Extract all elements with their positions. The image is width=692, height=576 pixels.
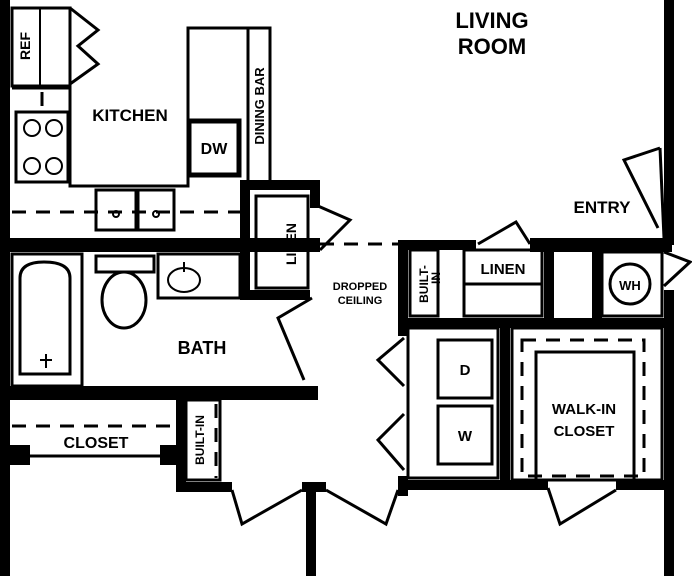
linen-vertical-label: LINEN [283, 223, 299, 265]
washer-label: W [458, 428, 473, 445]
walk-in-closet [510, 326, 664, 527]
bath-door [276, 296, 313, 381]
walk-in-label-line1: WALK-IN [552, 401, 616, 418]
bath-label: BATH [178, 338, 227, 358]
washer-icon [436, 404, 494, 466]
linen-horizontal-label: LINEN [481, 261, 526, 278]
toilet-icon [94, 254, 156, 330]
refrigerator-icon [10, 6, 101, 88]
bathtub-icon [10, 252, 84, 388]
kitchen-counter [12, 26, 272, 188]
dryer-icon [436, 338, 494, 400]
bathroom-sink-icon [156, 252, 242, 300]
closet-label: CLOSET [64, 435, 129, 452]
stove-icon [14, 110, 70, 184]
built-in-upper-label-line2: IN [429, 272, 443, 284]
built-in-lower [184, 398, 222, 482]
bedroom-door-left [230, 488, 303, 527]
built-in-upper-label-line1: BUILT- [417, 265, 431, 303]
built-in-lower-label: BUILT-IN [193, 415, 207, 465]
dryer-label: D [460, 362, 471, 379]
living-room-label-line1: LIVING [455, 8, 528, 33]
linen-closet-vertical [254, 194, 353, 290]
living-room-label-line2: ROOM [458, 34, 526, 59]
kitchen-label: KITCHEN [92, 106, 168, 125]
ref-label: REF [17, 32, 33, 60]
dropped-ceiling-label-line2: CEILING [338, 295, 383, 307]
entry-door [621, 146, 666, 239]
kitchen-sink-icon [94, 188, 176, 232]
entry-label: ENTRY [574, 198, 632, 217]
closet [12, 424, 176, 458]
water-heater-label: WH [619, 278, 641, 293]
dishwasher-icon [188, 120, 240, 176]
dropped-ceiling-label-line1: DROPPED [333, 281, 387, 293]
bedroom-door-right [325, 488, 400, 527]
walls [0, 0, 674, 576]
water-heater-icon [600, 250, 692, 318]
dw-label: DW [201, 141, 229, 158]
built-in-upper [408, 248, 440, 318]
dining-bar-label: DINING BAR [252, 67, 267, 145]
linen-closet-horizontal [462, 219, 544, 318]
laundry-closet [375, 326, 500, 480]
walk-in-label-line2: CLOSET [554, 423, 615, 440]
